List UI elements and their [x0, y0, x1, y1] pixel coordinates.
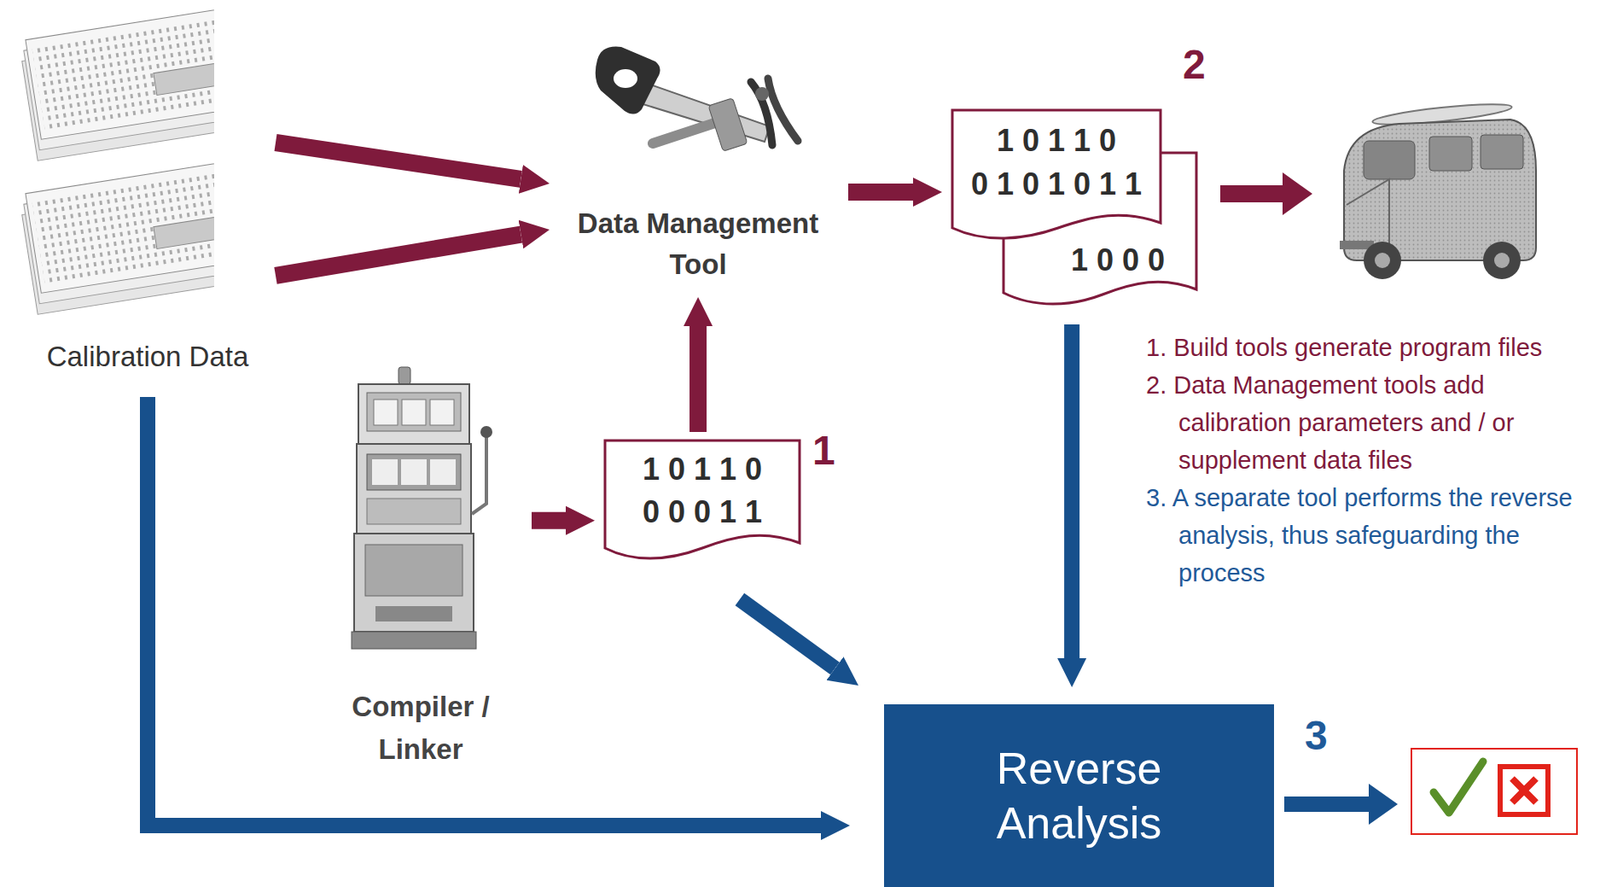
- callout-number: 3: [1304, 711, 1328, 760]
- slot-machine: [354, 533, 474, 632]
- document-outline: [605, 440, 800, 559]
- slot-machine: [351, 366, 493, 649]
- flow-arrow: [275, 234, 521, 276]
- tool-icon: [768, 78, 798, 141]
- flow-arrow: [147, 396, 821, 826]
- slot-machine: [480, 425, 493, 438]
- punched-cards: [25, 6, 215, 140]
- arrow-to-vehicle: [1220, 172, 1313, 216]
- slot-machine: [365, 544, 463, 596]
- slot-machine: [351, 631, 477, 649]
- check-result-icon: [1411, 748, 1577, 834]
- build-tool-node: Compiler / Linker: [335, 362, 507, 773]
- label-holder: 1. Build tools generate program files: [1146, 328, 1586, 367]
- slot-machine: [398, 366, 411, 384]
- van-illustration: [1374, 252, 1391, 268]
- label-holder: 2. Data Management tools add calibration…: [1146, 366, 1586, 479]
- flow-arrow: [275, 142, 521, 180]
- van-illustration: [1363, 241, 1402, 280]
- process-box: Reverse Analysis: [884, 704, 1275, 887]
- tool-node: Data Management Tool: [552, 34, 844, 291]
- arrow-to-result: [1284, 783, 1398, 825]
- arrow-to-vehicle: [1220, 185, 1283, 203]
- van-illustration: [1339, 99, 1536, 280]
- binary-row: 1 0 1 1 0: [605, 452, 800, 487]
- van-illustration: [1344, 119, 1536, 261]
- slot-machine: [366, 453, 461, 490]
- flow-arrow: [1064, 324, 1080, 658]
- slot-machine: [358, 384, 470, 444]
- callout-number: 2: [1182, 40, 1206, 89]
- tool-icon: [613, 69, 638, 88]
- tool-label: Compiler / Linker: [335, 685, 507, 771]
- flow-arrow: [531, 512, 566, 530]
- note-item: 1. Build tools generate program files: [1146, 328, 1586, 367]
- document-outline: [952, 110, 1161, 239]
- slot-machine: [401, 399, 426, 425]
- slot-machine: [375, 605, 453, 622]
- label-holder: 3. A separate tool performs the reverse …: [1146, 478, 1586, 592]
- document-stack: 1 0 1 1 0 0 1 0 1 0 1 1 1 0 0 0: [947, 106, 1204, 312]
- process-label: Reverse Analysis: [938, 740, 1221, 850]
- binary-row: 0 0 0 1 1: [605, 494, 800, 530]
- flow-arrow: [739, 599, 836, 669]
- flow-arrow: [848, 183, 914, 201]
- source-label: Calibration Data: [46, 339, 250, 374]
- van-illustration: [1344, 119, 1536, 261]
- binary-row: 1 0 1 1 0: [952, 123, 1161, 158]
- van-illustration: [1483, 241, 1521, 280]
- label-holder: 1: [812, 426, 836, 475]
- tool-icon: [755, 87, 769, 101]
- slot-machine: [372, 459, 398, 485]
- slot-machine: [366, 498, 461, 524]
- label-holder: 3: [1304, 711, 1328, 760]
- punched-cards: [153, 60, 215, 96]
- program-file: 1 0 1 1 0 0 0 0 1 1: [601, 436, 803, 565]
- slot-machine: [401, 459, 427, 485]
- check-result-icon: [1512, 778, 1536, 803]
- flow-arrow: [689, 325, 707, 432]
- slot-machine: [430, 399, 454, 425]
- van-illustration: [1363, 140, 1415, 180]
- tool-icon: [708, 98, 748, 152]
- punched-cards: [18, 6, 215, 162]
- slot-machine: [356, 443, 472, 534]
- note-item: 2. Data Management tools add calibration…: [1146, 366, 1586, 479]
- label-holder: 2: [1182, 40, 1206, 89]
- data-source: Calibration Data: [19, 17, 276, 376]
- slot-machine: [366, 392, 461, 431]
- arrow-to-result: [1368, 783, 1398, 825]
- tool-icon: [595, 46, 798, 152]
- note-item: 3. A separate tool performs the reverse …: [1146, 478, 1586, 592]
- slot-machine: [430, 459, 456, 485]
- tool-label: Data Management Tool: [552, 203, 844, 286]
- punched-cards: [153, 214, 215, 250]
- callout-number: 1: [812, 426, 836, 475]
- binary-row: 1 0 0 0: [1062, 243, 1174, 278]
- punched-cards: [18, 160, 215, 315]
- punched-cards: [18, 6, 215, 315]
- binary-row: 0 1 0 1 0 1 1: [952, 167, 1161, 202]
- punched-cards: [31, 14, 215, 133]
- check-result-icon: [1433, 761, 1484, 813]
- check-result-icon: [1411, 748, 1577, 834]
- punched-cards: [31, 168, 215, 286]
- van-illustration: [1480, 134, 1524, 169]
- van-illustration: [1429, 136, 1472, 171]
- slot-machine: [373, 399, 398, 425]
- arrow-to-result: [1284, 796, 1369, 812]
- arrow-to-vehicle: [1282, 172, 1313, 216]
- slot-machine: [471, 436, 487, 514]
- tool-icon: [595, 46, 661, 115]
- punched-cards: [25, 160, 215, 294]
- check-result-icon: [1500, 766, 1548, 815]
- van-illustration: [1494, 252, 1510, 268]
